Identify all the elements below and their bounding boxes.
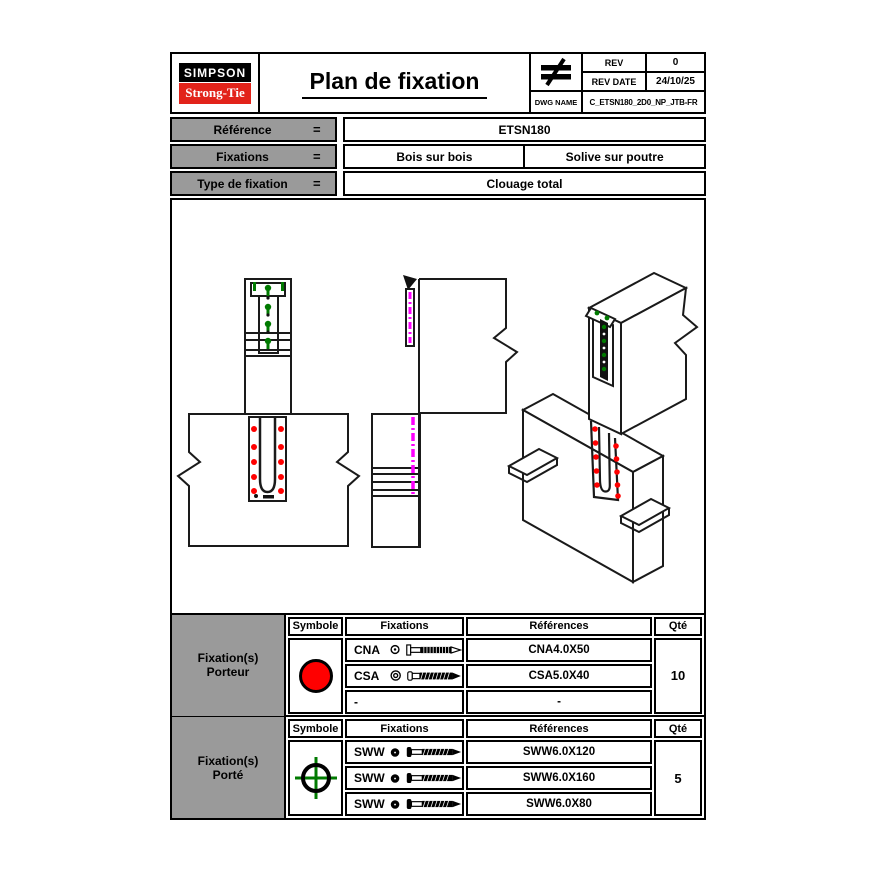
group-label-line2: Porté — [212, 767, 244, 782]
reference-cell: - — [466, 689, 652, 714]
info-label-cell: Référence = — [170, 117, 337, 142]
porteur-fixation-table: Fixation(s) Porteur Symbole Fixations Ré… — [170, 612, 706, 718]
reference-cell: CNA4.0X50 — [466, 637, 652, 662]
col-header-fixations: Fixations — [345, 719, 464, 738]
col-header-references: Références — [466, 616, 652, 636]
drawing-sheet: SIMPSON Strong-Tie Plan de fixation REV … — [170, 52, 706, 827]
fixation-code: SWW — [354, 771, 385, 785]
hidden-connector-lines — [408, 292, 415, 497]
csa-screw-drawing — [407, 670, 462, 681]
fixation-cell-sww: SWW — [345, 766, 464, 790]
technical-drawing-area — [170, 198, 706, 615]
fixations-value-2: Solive sur poutre — [523, 144, 706, 169]
title-cell: Plan de fixation — [258, 54, 531, 112]
info-label: Fixations — [216, 149, 269, 164]
not-equal-icon — [531, 54, 583, 92]
logo-cell: SIMPSON Strong-Tie — [172, 54, 258, 112]
col-header-symbole: Symbole — [288, 616, 343, 636]
dwg-name-value: C_ETSN180_2D0_NP_JTB-FR — [589, 97, 698, 107]
reference-value: ETSN180 — [343, 117, 706, 142]
sww-screw-drawing — [406, 746, 462, 758]
front-view-nail-dots — [251, 426, 284, 494]
info-label-cell: Fixations = — [170, 144, 337, 169]
fixation-drawing — [176, 271, 699, 584]
info-row-fixations: Fixations = Bois sur bois Solive sur pou… — [170, 144, 706, 169]
reference-cell: SWW6.0X120 — [466, 740, 652, 764]
crosshair-symbol — [294, 757, 337, 799]
logo-simpson-text: SIMPSON — [179, 62, 251, 82]
fixation-cell-cna: CNA — [345, 637, 464, 662]
iso-view-nail-dots — [592, 426, 621, 499]
fixation-code: - — [354, 694, 358, 709]
equals-sign: = — [313, 122, 321, 137]
info-label: Type de fixation — [197, 176, 288, 191]
iso-view-screws — [594, 310, 610, 372]
round-head-icon — [390, 799, 400, 809]
fixation-cell-sww: SWW — [345, 792, 464, 816]
reference-cell: CSA5.0X40 — [466, 663, 652, 688]
porte-qty-cell: 5 — [654, 740, 702, 816]
group-label-line1: Fixation(s) — [197, 753, 259, 768]
side-view — [371, 275, 519, 548]
porteur-qty-cell: 10 — [654, 637, 702, 714]
equals-sign: = — [313, 176, 321, 191]
rev-date-value: 24/10/25 — [647, 73, 704, 92]
title-block: SIMPSON Strong-Tie Plan de fixation REV … — [170, 52, 706, 114]
rev-date-label: REV DATE — [583, 73, 647, 92]
info-row-type: Type de fixation = Clouage total — [170, 171, 706, 196]
group-label-line2: Porteur — [206, 665, 250, 679]
fixation-code: SWW — [354, 797, 385, 811]
type-fixation-value: Clouage total — [343, 171, 706, 196]
dwg-name-label: DWG NAME — [531, 92, 583, 112]
fixation-code: CNA — [354, 642, 380, 657]
sww-screw-drawing — [406, 772, 462, 784]
fixation-code: SWW — [354, 745, 385, 759]
page-title: Plan de fixation — [301, 68, 488, 99]
col-header-fixations: Fixations — [345, 616, 464, 636]
col-header-qte: Qté — [654, 719, 702, 738]
front-view-screws — [253, 282, 284, 349]
reference-info-table: Référence = ETSN180 Fixations = Bois sur… — [170, 117, 706, 196]
col-header-references: Références — [466, 719, 652, 738]
equals-sign: = — [313, 149, 321, 164]
logo-strongtie-text: Strong-Tie — [179, 82, 251, 104]
screw-head-icon — [390, 670, 401, 681]
rev-label: REV — [583, 54, 647, 73]
fixation-code: CSA — [354, 668, 380, 683]
isometric-view — [506, 271, 699, 584]
info-row-reference: Référence = ETSN180 — [170, 117, 706, 142]
cna-nail-drawing — [406, 643, 462, 656]
info-label-cell: Type de fixation = — [170, 171, 337, 196]
porteur-group-label: Fixation(s) Porteur — [172, 614, 286, 716]
fixation-cell-csa: CSA — [345, 663, 464, 688]
porteur-symbol-cell — [288, 637, 343, 714]
fixation-cell-sww: SWW — [345, 740, 464, 764]
reference-cell: SWW6.0X160 — [466, 766, 652, 790]
porte-group-label: Fixation(s) Porté — [172, 717, 286, 818]
nail-head-icon — [390, 644, 400, 655]
porte-fixation-table: Fixation(s) Porté Symbole Fixations Réfé… — [170, 715, 706, 820]
col-header-qte: Qté — [654, 616, 702, 636]
porte-symbol-cell — [288, 740, 343, 816]
group-label-line1: Fixation(s) — [197, 651, 259, 665]
red-dot-symbol — [298, 658, 333, 693]
revision-block: REV 0 REV DATE 24/10/25 DWG NAME C_ETSN1… — [531, 54, 704, 112]
fixation-cell-empty: - — [345, 689, 464, 714]
sww-screw-drawing — [406, 798, 462, 810]
simpson-strongtie-logo: SIMPSON Strong-Tie — [179, 62, 251, 104]
round-head-icon — [390, 747, 400, 757]
fixations-value-1: Bois sur bois — [343, 144, 526, 169]
reference-cell: SWW6.0X80 — [466, 792, 652, 816]
col-header-symbole: Symbole — [288, 719, 343, 738]
round-head-icon — [390, 773, 400, 783]
info-label: Référence — [213, 122, 272, 137]
front-view — [176, 278, 361, 547]
rev-value: 0 — [647, 54, 704, 73]
